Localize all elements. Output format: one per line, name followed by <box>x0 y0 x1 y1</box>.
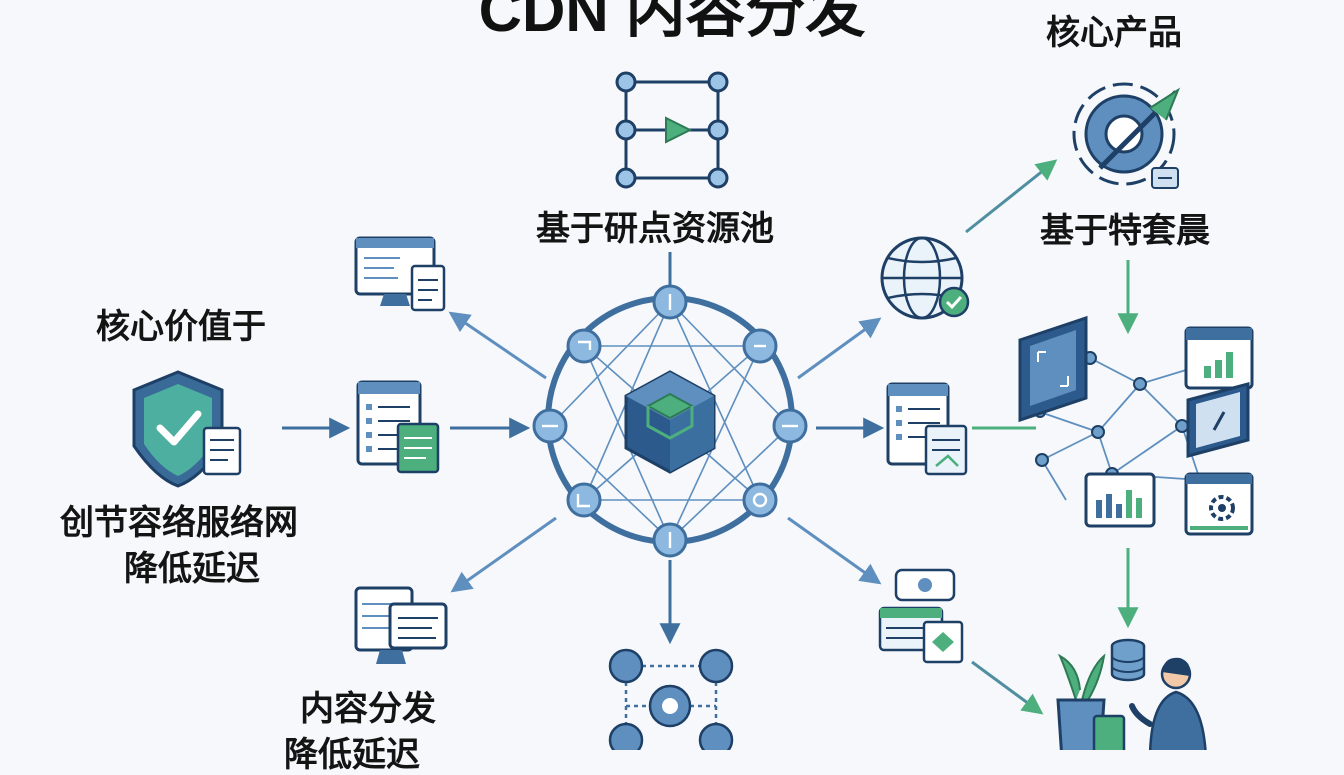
top-node-grid-icon <box>615 71 729 189</box>
bottom-network-icon <box>608 648 734 750</box>
arrow-to-person <box>971 660 1044 715</box>
label-bottom-2: 降低延迟 <box>284 736 420 774</box>
cdn-diagram <box>132 71 1254 750</box>
label-left-body-2: 降低延迟 <box>124 550 260 588</box>
label-left-heading: 核心价值于 <box>96 308 266 346</box>
arrow-to-chat <box>787 516 882 585</box>
monitor-doc-icon-upper-left <box>354 236 446 312</box>
chat-card-icon <box>878 568 964 664</box>
core-product-gauge-icon <box>1072 82 1181 189</box>
monitor-doc-icon-lower-left <box>354 586 448 664</box>
arrow-to-globe <box>797 317 882 380</box>
central-hub <box>532 284 808 558</box>
checklist-doc-icon <box>356 380 440 474</box>
person-with-plant-icon <box>1056 638 1207 750</box>
dashboard-network <box>1018 315 1254 536</box>
label-right-sub: 基于特套晨 <box>1040 212 1210 250</box>
globe-check-icon <box>880 236 970 320</box>
diagram-title: CDN 内容分发 <box>478 0 866 44</box>
arrow-to-lower-left <box>450 516 557 593</box>
arrow-to-core-product <box>965 159 1058 234</box>
label-core-product: 核心产品 <box>1046 14 1182 52</box>
checklist-doc-icon-right <box>886 382 968 476</box>
label-top-resource-pool: 基于研点资源池 <box>536 210 774 248</box>
hub-cube-icon <box>624 370 716 474</box>
label-bottom-1: 内容分发 <box>300 690 436 728</box>
label-left-body-1: 创节容络服络网 <box>60 504 298 542</box>
arrow-to-upper-left <box>448 311 547 380</box>
shield-check-icon <box>132 370 242 488</box>
